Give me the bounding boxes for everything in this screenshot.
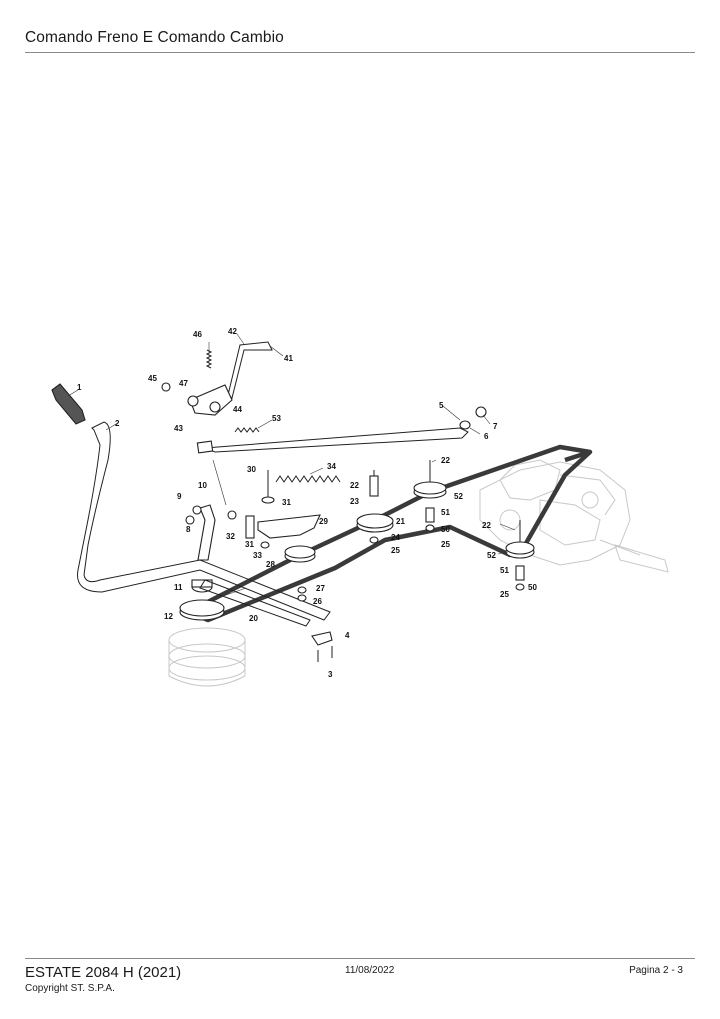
- callout-12: 12: [164, 612, 173, 621]
- callout-53: 53: [272, 414, 281, 423]
- page-title: Comando Freno E Comando Cambio: [25, 29, 284, 46]
- callout-29: 29: [319, 517, 328, 526]
- callout-32: 32: [226, 532, 235, 541]
- footer-model: ESTATE 2084 H (2021): [25, 964, 182, 981]
- callout-33: 33: [253, 551, 262, 560]
- brake-pedal-pad: [51, 383, 86, 425]
- footer-page-number: Pagina 2 - 3: [629, 965, 683, 976]
- callout-9: 9: [177, 492, 182, 501]
- callout-21: 21: [396, 517, 405, 526]
- callout-20: 20: [249, 614, 258, 623]
- callout-22b: 22: [441, 456, 450, 465]
- leader-lines: [67, 333, 516, 601]
- callout-5: 5: [439, 401, 444, 410]
- callout-6: 6: [484, 432, 489, 441]
- header-divider: [25, 52, 695, 53]
- callout-41: 41: [284, 354, 293, 363]
- callout-25b: 25: [441, 540, 450, 549]
- callout-47: 47: [179, 379, 188, 388]
- callout-labels: 1 2 3 4 5 6 7 8 9 10 11 12 20 21 22 22 2…: [77, 327, 537, 679]
- callout-25c: 25: [500, 590, 509, 599]
- callout-52b: 52: [487, 551, 496, 560]
- footer-copyright: Copyright ST. S.P.A.: [25, 983, 115, 994]
- callout-31a: 31: [282, 498, 291, 507]
- bracket-29: [257, 514, 321, 539]
- transaxle-ghost: [479, 459, 669, 573]
- spring-34: [275, 475, 341, 483]
- bracket-4: [311, 631, 333, 646]
- drive-belt-upper: [564, 449, 591, 463]
- callout-28: 28: [266, 560, 275, 569]
- callout-45: 45: [148, 374, 157, 383]
- callout-46: 46: [193, 330, 202, 339]
- lever-42: [227, 341, 273, 399]
- footer-divider: [25, 958, 695, 959]
- callout-27: 27: [316, 584, 325, 593]
- callout-34: 34: [327, 462, 336, 471]
- callout-42: 42: [228, 327, 237, 336]
- footer-date: 11/08/2022: [345, 965, 395, 976]
- control-rod-5: [204, 427, 469, 453]
- callout-4: 4: [345, 631, 350, 640]
- callout-51a: 51: [441, 508, 450, 517]
- callout-44: 44: [233, 405, 242, 414]
- callout-51b: 51: [500, 566, 509, 575]
- idler-arm-20: [199, 579, 311, 627]
- spring-53: [234, 427, 260, 433]
- plate-43: [189, 384, 233, 416]
- spring-46: [205, 349, 213, 369]
- callout-8: 8: [186, 525, 191, 534]
- callout-7: 7: [493, 422, 498, 431]
- callout-50a: 50: [441, 525, 450, 534]
- callout-3: 3: [328, 670, 333, 679]
- clutch-ghost: [168, 627, 246, 687]
- callout-25a: 25: [391, 546, 400, 555]
- callout-43: 43: [174, 424, 183, 433]
- callout-31b: 31: [245, 540, 254, 549]
- callout-30: 30: [247, 465, 256, 474]
- pedal-arm: [77, 421, 331, 621]
- callout-10: 10: [198, 481, 207, 490]
- callout-2: 2: [115, 419, 120, 428]
- callout-52a: 52: [454, 492, 463, 501]
- callout-1: 1: [77, 383, 82, 392]
- callout-11: 11: [174, 583, 183, 592]
- callout-22a: 22: [350, 481, 359, 490]
- spacer-32: [245, 515, 255, 539]
- callout-50b: 50: [528, 583, 537, 592]
- callout-26: 26: [313, 597, 322, 606]
- callout-22c: 22: [482, 521, 491, 530]
- callout-24: 24: [391, 533, 400, 542]
- bracket-10: [197, 504, 216, 561]
- callout-23: 23: [350, 497, 359, 506]
